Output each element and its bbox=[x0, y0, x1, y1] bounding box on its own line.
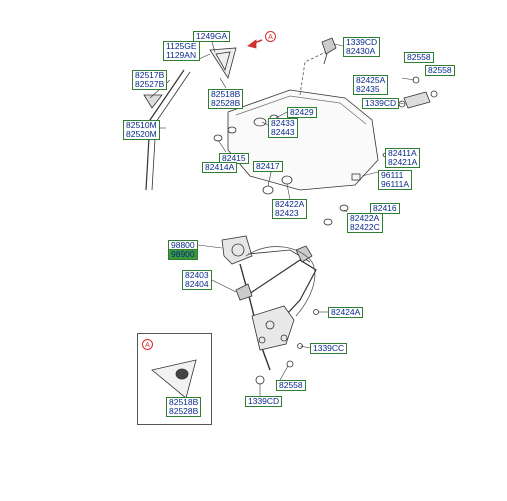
part-label-1249ga[interactable]: 1249GA bbox=[193, 31, 231, 42]
triangle-trim bbox=[209, 47, 237, 79]
part-label-82429[interactable]: 82429 bbox=[287, 107, 317, 118]
part-label-82416[interactable]: 82416 bbox=[370, 203, 400, 214]
glass-pad bbox=[351, 173, 361, 181]
regulator-arm bbox=[239, 259, 317, 331]
bolt bbox=[297, 343, 303, 349]
part-label-82414a[interactable]: 82414A bbox=[202, 162, 238, 173]
part-label-1339cd-bottom[interactable]: 1339CD bbox=[245, 396, 283, 407]
part-label-82558-top[interactable]: 82558 bbox=[404, 52, 434, 63]
top-bracket bbox=[321, 37, 337, 55]
part-label-82558-right[interactable]: 82558 bbox=[425, 65, 455, 76]
bolt bbox=[313, 309, 319, 315]
detail-grommet bbox=[175, 368, 189, 380]
bushing bbox=[253, 117, 267, 127]
washer bbox=[262, 185, 274, 195]
part-label-1339cc[interactable]: 1339CC bbox=[310, 343, 348, 354]
quarter-glass bbox=[227, 89, 379, 191]
washer bbox=[323, 218, 333, 226]
washer bbox=[227, 126, 237, 134]
grommet bbox=[255, 375, 265, 385]
bolt bbox=[286, 360, 294, 368]
part-label-82424a[interactable]: 82424A bbox=[328, 307, 364, 318]
right-bracket bbox=[403, 91, 431, 109]
part-label-1339cd-right[interactable]: 1339CD bbox=[362, 98, 400, 109]
regulator-motor bbox=[221, 235, 253, 265]
part-label-98900-highlighted[interactable]: 98900 bbox=[168, 249, 198, 260]
callout-a-detail: A bbox=[142, 339, 153, 350]
callout-a-main: A bbox=[265, 31, 276, 42]
detail-view-a bbox=[137, 333, 212, 425]
washer bbox=[339, 204, 349, 212]
regulator-cable bbox=[245, 246, 316, 317]
part-label-82417[interactable]: 82417 bbox=[253, 161, 283, 172]
part-label-82558-bottom[interactable]: 82558 bbox=[276, 380, 306, 391]
washer bbox=[213, 134, 223, 142]
